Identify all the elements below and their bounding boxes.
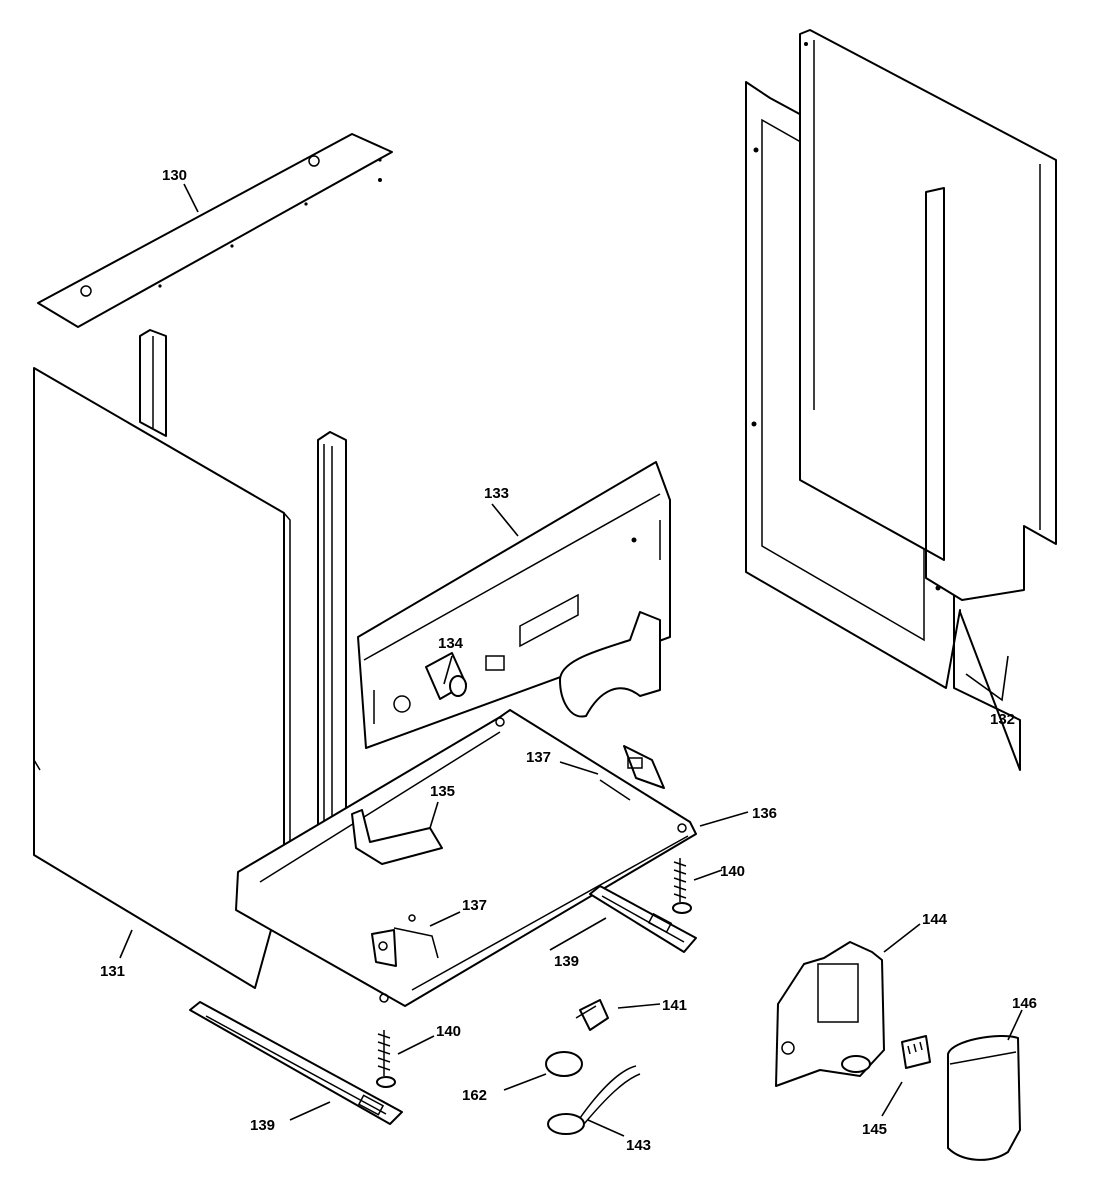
- part-137-bracket-rear: [599, 745, 665, 801]
- callout-145: 145: [862, 1121, 887, 1138]
- part-140-screw-front: [376, 1030, 396, 1088]
- part-143-hose-assembly: [547, 1065, 641, 1135]
- duct-fitting: [559, 611, 661, 718]
- callout-144: 144: [922, 911, 948, 928]
- part-162-cap: [545, 1051, 583, 1077]
- callout-134: 134: [438, 635, 464, 652]
- part-145-connector: [901, 1035, 931, 1069]
- part-144-mounting-bracket: [775, 941, 885, 1087]
- callout-139-rear: 139: [554, 953, 579, 970]
- rear-corner-channel: [139, 329, 167, 437]
- callout-131: 131: [100, 963, 125, 980]
- part-133-rear-panel: [357, 461, 671, 749]
- part-137-bracket-front: [371, 914, 439, 967]
- callout-136: 136: [752, 805, 777, 822]
- callout-139-front: 139: [250, 1117, 275, 1134]
- part-135-bracket: [351, 809, 443, 865]
- callout-141: 141: [662, 997, 687, 1014]
- callout-143: 143: [626, 1137, 651, 1154]
- callout-137-rear: 137: [526, 749, 551, 766]
- callout-labels: 130 131 132 133 134 135 136 137 137 139 …: [100, 167, 1037, 1154]
- callout-140-front: 140: [436, 1023, 461, 1040]
- callout-137-front: 137: [462, 897, 487, 914]
- leader-lines: [119, 183, 1023, 1137]
- callout-162: 162: [462, 1087, 487, 1104]
- callout-133: 133: [484, 485, 509, 502]
- part-139-leveling-leg-front: [189, 1001, 403, 1125]
- part-140-screw-rear: [672, 858, 692, 914]
- callout-130: 130: [162, 167, 187, 184]
- part-139-leveling-leg-rear: [589, 885, 697, 953]
- part-132-door-panel: [799, 29, 1057, 601]
- callout-146: 146: [1012, 995, 1037, 1012]
- part-141-switch: [575, 999, 609, 1031]
- part-130-top-strip: [37, 133, 393, 328]
- callout-135: 135: [430, 783, 455, 800]
- base-frame: [235, 709, 697, 1007]
- part-131-side-panel: [33, 367, 291, 989]
- callout-140-rear: 140: [720, 863, 745, 880]
- part-146-cover: [947, 1035, 1021, 1161]
- callout-132: 132: [990, 711, 1015, 728]
